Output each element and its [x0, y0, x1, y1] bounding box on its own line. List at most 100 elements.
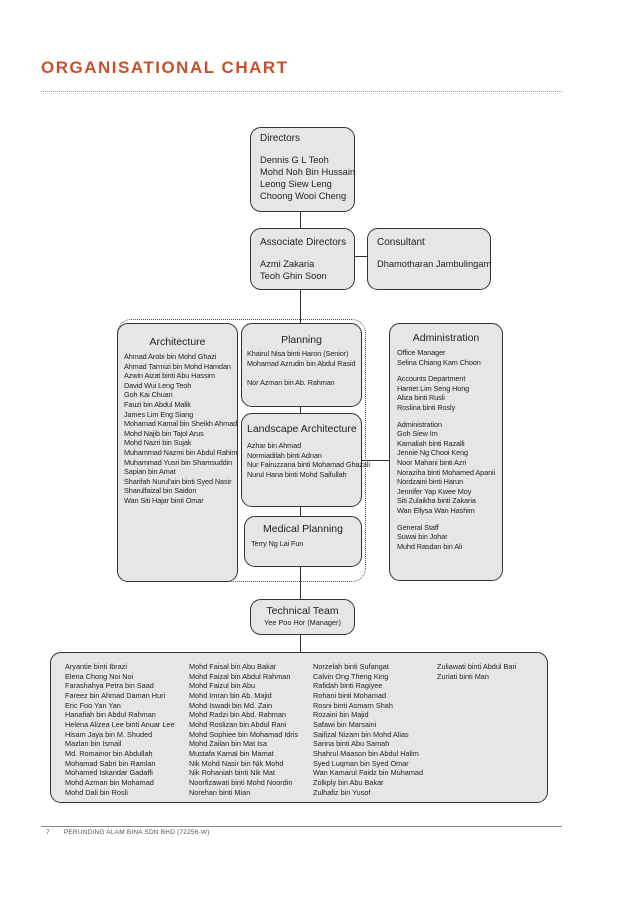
list-item: Elena Chong Noi Noi [65, 671, 134, 681]
list-item: Mohd Zailan bin Mat Isa [189, 739, 267, 749]
list-item: Hisam Jaya bin M. Shuded [65, 729, 153, 739]
consultant-list: Dhamotharan Jambulingam [377, 258, 491, 270]
list-item: Farashahya Petra bin Saad [65, 681, 154, 691]
list-item: Zuliawati binti Abdul Bari [437, 662, 517, 671]
list-item: Jennie Ng Chooi Keng [397, 448, 469, 458]
list-item: Zulhafiz bin Yusof [313, 787, 371, 797]
architecture-list: Ahmad Arobi bin Mohd Ghazi Ahmad Tarmizi… [124, 352, 238, 506]
planning-title: Planning [281, 334, 322, 346]
list-item: Noor Mahani binti Azri [397, 457, 467, 467]
list-item: Calvin Ong Theng King [313, 671, 389, 681]
list-item: Shahrul Maason bin Abdul Halim [313, 748, 419, 758]
technical-team-box: Technical Team Yee Poo Hor (Manager) [250, 599, 355, 635]
list-item: Wan Siti Hajar binti Omar [124, 495, 204, 505]
list-item: Saifizal Nizam bin Mohd Alias [313, 729, 409, 739]
technical-staff-column-4: Zuliawati binti Abdul Bari Zuriati binti… [437, 662, 517, 681]
list-item [397, 413, 502, 420]
architecture-title: Architecture [149, 336, 206, 348]
list-item: Nik Rohaniah binti Nik Mat [189, 768, 275, 778]
page-number: 7 [46, 829, 50, 836]
list-item: Helena Alizea Lee binti Anuar Lee [65, 719, 175, 729]
list-item: Muhammad Nazmi bin Abdul Rahim [124, 447, 238, 457]
list-item: Noorfizawati binti Mohd Noordin [189, 777, 293, 787]
list-item: Normiadilah binti Adnan [247, 450, 322, 460]
landscape-architecture-list: Azhar bin Ahmad Normiadilah binti Adnan … [247, 441, 370, 479]
directors-box: Directors Dennis G L Teoh Mohd Noh Bin H… [250, 127, 355, 212]
landscape-architecture-box: Landscape Architecture Azhar bin Ahmad N… [241, 413, 370, 507]
list-item: Mohamad Kamal bin Sheikh Ahmad [124, 419, 238, 429]
list-item: Mohamad Sabri bin Ramlan [65, 758, 156, 768]
list-item: Roslina binti Rosly [397, 402, 456, 412]
company-name: PERUNDING ALAM BINA SDN BHD (72256-W) [63, 829, 210, 836]
list-item: Fareez bin Ahmad Daman Huri [65, 690, 166, 700]
list-item: Goh Kai Chuan [124, 390, 173, 400]
list-item: Sapian bin Amat [124, 467, 176, 477]
list-item: Mustafa Kamal bin Mamat [189, 748, 274, 758]
list-item: Teoh Ghin Soon [260, 271, 327, 282]
list-item [247, 368, 361, 378]
list-item: Mohd Sophiee bin Mohamad Idris [189, 729, 299, 739]
list-item: Khairul Nisa binti Haron (Senior) [247, 349, 349, 358]
landscape-architecture-title: Landscape Architecture [247, 423, 357, 435]
list-item: Siti Zulaikha binti Zakaria [397, 496, 476, 506]
list-item: Terry Ng Lai Fun [251, 539, 304, 548]
list-item: Jennifer Yap Kwee Moy [397, 486, 472, 496]
list-item: Norehan binti Mian [189, 787, 251, 797]
list-item: Mohd Nazri bin Sujak [124, 438, 192, 448]
list-item: General Staff [397, 522, 439, 532]
directors-title: Directors [260, 133, 301, 144]
list-item [397, 367, 502, 374]
list-item: Selina Chiang Kam Choon [397, 357, 481, 367]
list-item: Rozaini bin Majid [313, 710, 369, 720]
list-item: Nor Azman bin Ab. Rahman [247, 377, 335, 387]
list-item: Mohd Najib bin Tajol Arus [124, 428, 204, 438]
list-item: Ahmad Arobi bin Mohd Ghazi [124, 352, 217, 361]
technical-staff-column-3: Norzelah binti Sufangat Calvin Ong Theng… [313, 662, 423, 797]
list-item: Norzelah binti Sufangat [313, 662, 389, 671]
architecture-box: Architecture Ahmad Arobi bin Mohd Ghazi … [117, 323, 238, 582]
list-item: Nordzaini binti Harun [397, 477, 464, 487]
list-item: Nurul Hana binti Mohd Saifullah [247, 469, 347, 479]
list-item: Administration [397, 419, 442, 429]
list-item: Fauzi bin Abdul Malik [124, 399, 191, 409]
consultant-box: Consultant Dhamotharan Jambulingam [367, 228, 491, 290]
list-item: Choong Wooi Cheng [260, 191, 347, 202]
list-item: Leong Siew Leng [260, 179, 332, 190]
list-item: Hanafiah bin Abdul Rahman [65, 710, 156, 720]
list-item: Rohani binti Mohamad [313, 690, 387, 700]
list-item: Mohd Noh Bin Hussain [260, 167, 356, 178]
list-item: Sarina binti Abu Samah [313, 739, 390, 749]
page-title: ORGANISATIONAL CHART [41, 58, 289, 77]
list-item: David Wui Leng Teoh [124, 380, 192, 390]
list-item: Mohd Faizal bin Abdul Rahman [189, 671, 291, 681]
technical-team-title: Technical Team [266, 605, 339, 617]
associate-directors-list: Azmi Zakaria Teoh Ghin Soon [260, 258, 354, 282]
list-item: Azmi Zakaria [260, 259, 315, 269]
list-item: Mohd Azman bin Mohamad [65, 777, 154, 787]
list-item: Mohamad Azrudin bin Abdul Rasid [247, 358, 356, 368]
list-item: Mohamed Iskandar Gadaffi [65, 768, 153, 778]
list-item: Mazlan bin Ismail [65, 739, 122, 749]
directors-list: Dennis G L Teoh Mohd Noh Bin Hussain Leo… [260, 154, 356, 202]
associate-directors-title: Associate Directors [260, 237, 347, 248]
list-item: Accounts Department [397, 374, 466, 384]
medical-planning-box: Medical Planning Terry Ng Lai Fun [244, 516, 362, 567]
list-item: James Lim Eng Siang [124, 409, 194, 419]
planning-box: Planning Khairul Nisa binti Haron (Senio… [241, 323, 362, 407]
list-item: Office Manager [397, 348, 446, 357]
list-item: Safawi bin Marsaini [313, 719, 377, 729]
list-item: Ahmad Tarmizi bin Mohd Hamdan [124, 361, 231, 371]
title-divider [41, 91, 562, 92]
list-item: Mohd Imran bin Ab. Majid [189, 690, 272, 700]
administration-list: Office Manager Selina Chiang Kam Choon A… [397, 348, 502, 551]
technical-staff-column-2: Mohd Faisal bin Abu Bakar Mohd Faizal bi… [189, 662, 298, 797]
list-item: Mohd Iswadi bin Md. Zain [189, 700, 273, 710]
associate-directors-box: Associate Directors Azmi Zakaria Teoh Gh… [250, 228, 355, 290]
list-item: Wan Ellysa Wan Hashim [397, 505, 475, 515]
administration-title: Administration [412, 332, 480, 344]
list-item: Azwin Aizat binti Abu Hassim [124, 371, 215, 381]
list-item: Mohd Radzi bin Abd. Rahman [189, 710, 286, 720]
footer: 7 PERUNDING ALAM BINA SDN BHD (72256-W) [46, 829, 210, 836]
list-item: Goh Siew Im [397, 429, 438, 439]
list-item: Sharulfaizal bin Saidon [124, 486, 197, 496]
